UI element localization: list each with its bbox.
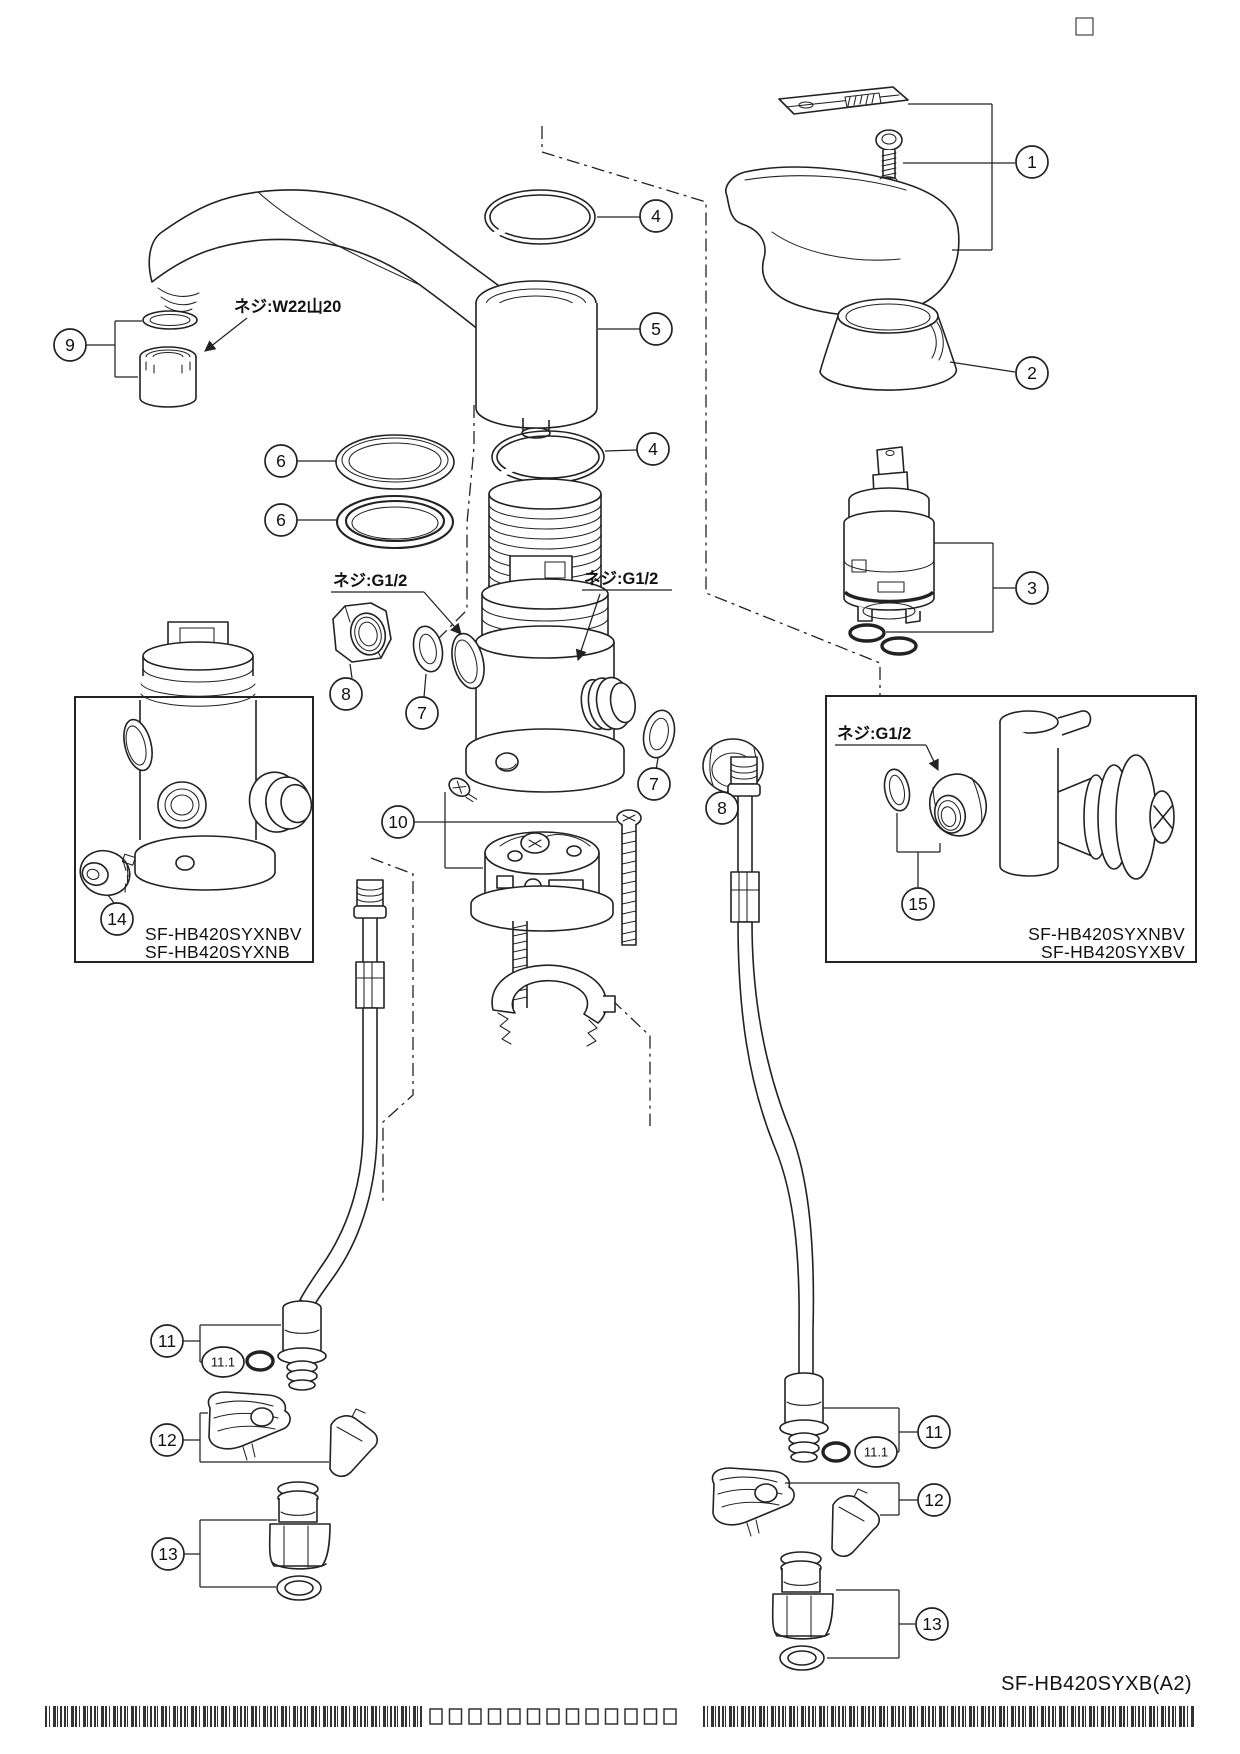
dome-cover: [819, 298, 958, 391]
callout-11: 11: [150, 1324, 184, 1358]
body-right-port: [580, 676, 637, 731]
callout-8: 8: [705, 791, 739, 825]
aerator: [139, 310, 198, 408]
callout-14: 14: [100, 902, 134, 936]
snap-ring-lower: [491, 430, 605, 484]
callout-4: 4: [636, 432, 670, 466]
callout-7: 7: [405, 696, 439, 730]
callout-number: 12: [157, 1430, 176, 1450]
callout-number: 4: [648, 439, 658, 459]
valve-o-ring: [883, 768, 911, 812]
cap-nut-left: [332, 602, 392, 663]
right-supply-pipe: [727, 756, 829, 1463]
handle-assembly: [725, 86, 960, 317]
callout-2: 2: [1015, 356, 1049, 390]
cartridge: [843, 446, 935, 656]
callout-7: 7: [637, 767, 671, 801]
mounting-kit: [448, 777, 642, 1047]
variant-box-right: ネジ:G1/2 SF-HB420SYXNBV SF-HB420SYXBV: [825, 695, 1197, 963]
snap-ring-upper: [484, 189, 596, 245]
callout-12: 12: [917, 1483, 951, 1517]
variant-left-model-2: SF-HB420SYXNB: [145, 942, 290, 962]
hose-hardware-right: [711, 1441, 881, 1671]
corner-mark-icon: [1075, 17, 1094, 36]
callout-number: 11: [158, 1331, 176, 1351]
callout-number: 10: [388, 812, 408, 832]
callout-number: 7: [417, 703, 427, 723]
callout-number: 15: [908, 894, 927, 914]
callout-6: 6: [264, 444, 298, 478]
left-supply-pipe: [277, 879, 387, 1391]
spout-base: [475, 280, 598, 439]
callout-4: 4: [639, 199, 673, 233]
callout-number: 6: [276, 510, 286, 530]
callout-number: 6: [276, 451, 286, 471]
callout-number: 14: [107, 909, 127, 929]
barcode: [45, 1706, 1194, 1727]
thread-label-valve: ネジ:G1/2: [837, 724, 911, 743]
valve-inlet-nut: [929, 773, 987, 837]
callout-number: 2: [1027, 363, 1037, 383]
construction-lines: [370, 126, 881, 1205]
hose-hardware-left: [207, 1350, 379, 1601]
callout-8: 8: [329, 677, 363, 711]
callout-5: 5: [639, 312, 673, 346]
seal-ring-lower: [335, 494, 455, 550]
washer-left: [412, 625, 444, 673]
variant-right-model-1: SF-HB420SYXNBV: [1028, 924, 1185, 944]
callout-13: 13: [151, 1537, 185, 1571]
callout-6: 6: [264, 503, 298, 537]
callout-number: 9: [65, 335, 75, 355]
seal-ring-upper: [335, 434, 455, 490]
variant-box-left: SF-HB420SYXNBV SF-HB420SYXNB: [74, 621, 314, 963]
variant-right-model-2: SF-HB420SYXBV: [1041, 942, 1185, 962]
washer-right: [642, 709, 676, 759]
callout-12: 12: [150, 1423, 184, 1457]
callout-number: 11.1: [864, 1445, 888, 1460]
o-ring-right: [821, 1441, 851, 1463]
faucet-main-body: [451, 478, 637, 793]
callout-number: 3: [1027, 578, 1037, 598]
stop-valve: [883, 710, 1175, 880]
thread-label-body-right: ネジ:G1/2: [584, 569, 658, 588]
callout-number: 1: [1027, 152, 1037, 172]
thread-annotations: ネジ:W22山20 ネジ:G1/2 ネジ:G1/2: [204, 297, 672, 660]
callout-15: 15: [901, 887, 935, 921]
callout-1: 1: [1015, 145, 1049, 179]
callout-number: 4: [651, 206, 661, 226]
plug-screw: [79, 849, 136, 897]
drawing-number: SF-HB420SYXB(A2): [1001, 1673, 1192, 1695]
callout-number: 8: [341, 684, 351, 704]
callout-number: 8: [717, 798, 727, 818]
variant-left-model-1: SF-HB420SYXNBV: [145, 924, 302, 944]
callout-3: 3: [1015, 571, 1049, 605]
callout-11: 11: [917, 1415, 951, 1449]
variant-body: [123, 621, 313, 891]
callout-number: 11.1: [211, 1355, 235, 1370]
callout-number: 5: [651, 319, 661, 339]
thread-label-body-left: ネジ:G1/2: [333, 571, 407, 590]
callout-number: 12: [924, 1490, 943, 1510]
callout-number: 7: [649, 774, 659, 794]
mounting-clamp: [491, 964, 616, 1047]
o-ring-left: [245, 1350, 275, 1372]
callout-number: 11: [925, 1422, 943, 1442]
callout-number: 13: [922, 1614, 941, 1634]
callout-10: 10: [381, 805, 415, 839]
callout-11.1: 11.1: [201, 1346, 245, 1378]
callout-13: 13: [915, 1607, 949, 1641]
callout-9: 9: [53, 328, 87, 362]
callout-number: 13: [158, 1544, 177, 1564]
thread-label-spout: ネジ:W22山20: [234, 297, 341, 316]
callout-11.1: 11.1: [854, 1436, 898, 1468]
